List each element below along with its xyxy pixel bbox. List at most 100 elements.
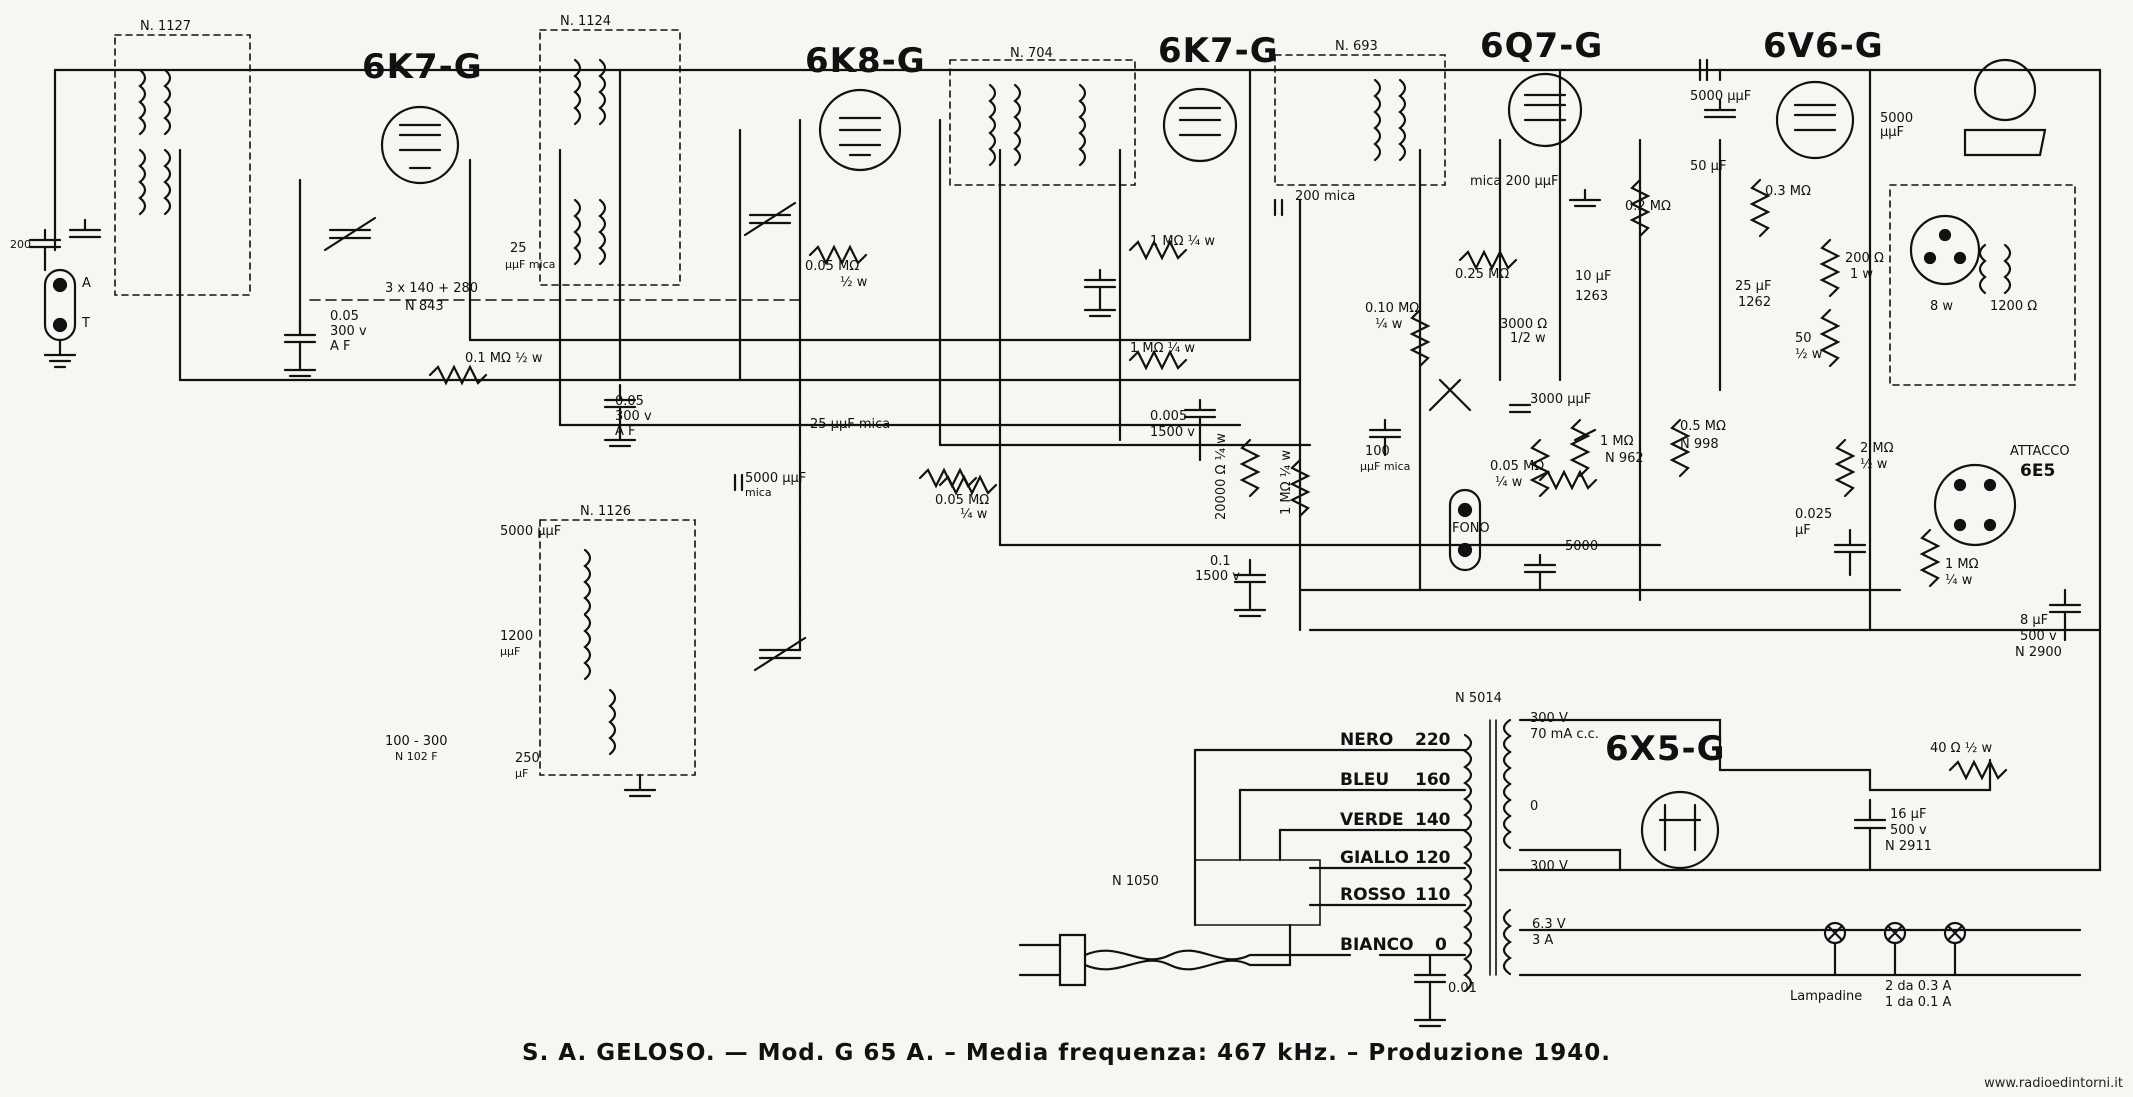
cap-01-volts: 1500 v	[1195, 569, 1240, 584]
component-labels: 0.05 300 v A F 3 x 140 + 280 N 843 25 μμ…	[10, 89, 2070, 1010]
cap-3000: 3000 μμF	[1530, 392, 1591, 407]
resistor-005-osc: 0.05 MΩ	[935, 493, 989, 508]
cap-8uf-number: N 2900	[2015, 645, 2062, 660]
trimmer-102f: N 102 F	[395, 750, 438, 763]
coil-label-693: N. 693	[1335, 39, 1378, 54]
resistor-010-watt: ¼ w	[1375, 317, 1403, 332]
resistor-3000-watt: 1/2 w	[1510, 331, 1546, 346]
cap-0025-unit: μF	[1795, 523, 1811, 538]
tap-color-5: BIANCO	[1340, 935, 1414, 955]
tap-color-2: VERDE	[1340, 810, 1404, 830]
resistor-2m: 2 MΩ	[1860, 441, 1894, 456]
mains-taps: NERO 220 BLEU 160 VERDE 140 GIALLO 120 R…	[1340, 730, 1451, 955]
cap-0025: 0.025	[1795, 507, 1832, 522]
aerial-a-label: A	[82, 276, 91, 291]
cap-5000-mica-type: mica	[745, 486, 772, 499]
tube-label-6k7g-1: 6K7-G	[362, 47, 483, 87]
cap-200-mica: 200 mica	[1295, 189, 1355, 204]
resistor-03: 0.3 MΩ	[1765, 184, 1811, 199]
resistor-1m-6e5: 1 MΩ	[1945, 557, 1979, 572]
cap-01: 0.1	[1210, 554, 1231, 569]
tap-volts-4: 110	[1415, 885, 1451, 905]
cap-5000-osc: 5000 μμF	[500, 524, 561, 539]
resistor-20000: 20000 Ω ¼ w	[1214, 433, 1229, 520]
cap-bottom-value: 0.05	[615, 394, 644, 409]
cap-25-value: 25	[510, 241, 527, 256]
cap-250-unit: μF	[515, 767, 528, 780]
lamps-spec-2: 1 da 0.1 A	[1885, 995, 1952, 1010]
tap-volts-1: 160	[1415, 770, 1451, 790]
cap-8uf: 8 μF	[2020, 613, 2048, 628]
resistor-005-osc-watt: ¼ w	[960, 507, 988, 522]
aerial-t-label: T	[81, 316, 90, 331]
secondary-300v-b: 300 V	[1530, 859, 1568, 874]
attacco-label: ATTACCO	[2010, 444, 2070, 459]
resistor-50: 50	[1795, 331, 1812, 346]
fono-jack-label: FONO	[1452, 521, 1490, 536]
trimmer-100-300: 100 - 300	[385, 734, 448, 749]
tap-color-3: GIALLO	[1340, 848, 1409, 868]
resistor-1m-6e5-watt: ¼ w	[1945, 573, 1973, 588]
cap-10uf: 10 μF	[1575, 269, 1611, 284]
cap-8uf-volts: 500 v	[2020, 629, 2057, 644]
cap-25uf: 25 μF	[1735, 279, 1771, 294]
tap-volts-3: 120	[1415, 848, 1451, 868]
cap-voltage: 300 v	[330, 324, 367, 339]
cap-16uf-volts: 500 v	[1890, 823, 1927, 838]
cap-5000-pf: 5000	[1880, 111, 1913, 126]
source-credit: www.radioedintorni.it	[1984, 1076, 2123, 1091]
resistor-1m-top: 1 MΩ ¼ w	[1150, 234, 1215, 249]
pot-1m: 1 MΩ	[1600, 434, 1634, 449]
resistor-02: 0.2 MΩ	[1625, 199, 1671, 214]
switch-label: N 1050	[1112, 874, 1159, 889]
cap-50uf: 50 μF	[1690, 159, 1726, 174]
secondary-0: 0	[1530, 799, 1538, 814]
resistor-005-b: 0.05 MΩ	[1490, 459, 1544, 474]
cap-1200: 1200	[500, 629, 533, 644]
resistor-2m-watt: ½ w	[1860, 457, 1888, 472]
cap-200: 200	[10, 238, 31, 251]
tap-volts-5: 0	[1435, 935, 1447, 955]
cap-5000-pf-unit: μμF	[1880, 125, 1904, 140]
schematic-caption: S. A. GELOSO. — Mod. G 65 A. – Media fre…	[522, 1040, 1611, 1066]
cap-5000-a: 5000 μμF	[1690, 89, 1751, 104]
tap-volts-0: 220	[1415, 730, 1451, 750]
resistor-40: 40 Ω ½ w	[1930, 741, 1992, 756]
resistor-010: 0.10 MΩ	[1365, 301, 1419, 316]
tube-label-6q7g: 6Q7-G	[1480, 26, 1603, 66]
lamps-spec-1: 2 da 0.3 A	[1885, 979, 1952, 994]
lamps-label: Lampadine	[1790, 989, 1862, 1004]
resistor-025: 0.25 MΩ	[1455, 267, 1509, 282]
tap-color-0: NERO	[1340, 730, 1393, 750]
tube-label-6k7g-2: 6K7-G	[1158, 31, 1279, 71]
coil-label-1127: N. 1127	[140, 19, 191, 34]
tap-color-4: ROSSO	[1340, 885, 1406, 905]
tube-label-6v6g: 6V6-G	[1763, 26, 1884, 66]
cap-25-mica: 25 μμF mica	[810, 417, 890, 432]
resistor-005: 0.05 MΩ	[805, 259, 859, 274]
tube-label-6x5g: 6X5-G	[1605, 729, 1726, 769]
cap-100-unit: μμF mica	[1360, 460, 1410, 473]
resistor-200-watt: 1 w	[1850, 267, 1873, 282]
cap-16uf-number: N 2911	[1885, 839, 1932, 854]
tube-label-6k8g: 6K8-G	[805, 41, 926, 81]
pot-962: N 962	[1605, 451, 1644, 466]
tube-6e5-label: 6E5	[2020, 461, 2055, 481]
secondary-300v: 300 V	[1530, 711, 1568, 726]
secondary-70ma: 70 mA c.c.	[1530, 727, 1599, 742]
cap-100: 100	[1365, 444, 1390, 459]
gang-cap-number: N 843	[405, 299, 444, 314]
resistor-05-number: N 998	[1680, 437, 1719, 452]
cap-0005-1500: 0.005	[1150, 409, 1187, 424]
tap-color-1: BLEU	[1340, 770, 1389, 790]
resistor-1m-mid: 1 MΩ ¼ w	[1130, 341, 1195, 356]
cap-type: A F	[330, 339, 351, 354]
cap-001: 0.01	[1448, 981, 1477, 996]
resistor-01: 0.1 MΩ ½ w	[465, 351, 543, 366]
cap-250: 250	[515, 751, 540, 766]
coil-label-1124: N. 1124	[560, 14, 611, 29]
cap-bottom-type: A F	[615, 424, 636, 439]
resistor-1m-vertical: 1 MΩ ¼ w	[1279, 450, 1294, 515]
resistor-005-b-watt: ¼ w	[1495, 475, 1523, 490]
